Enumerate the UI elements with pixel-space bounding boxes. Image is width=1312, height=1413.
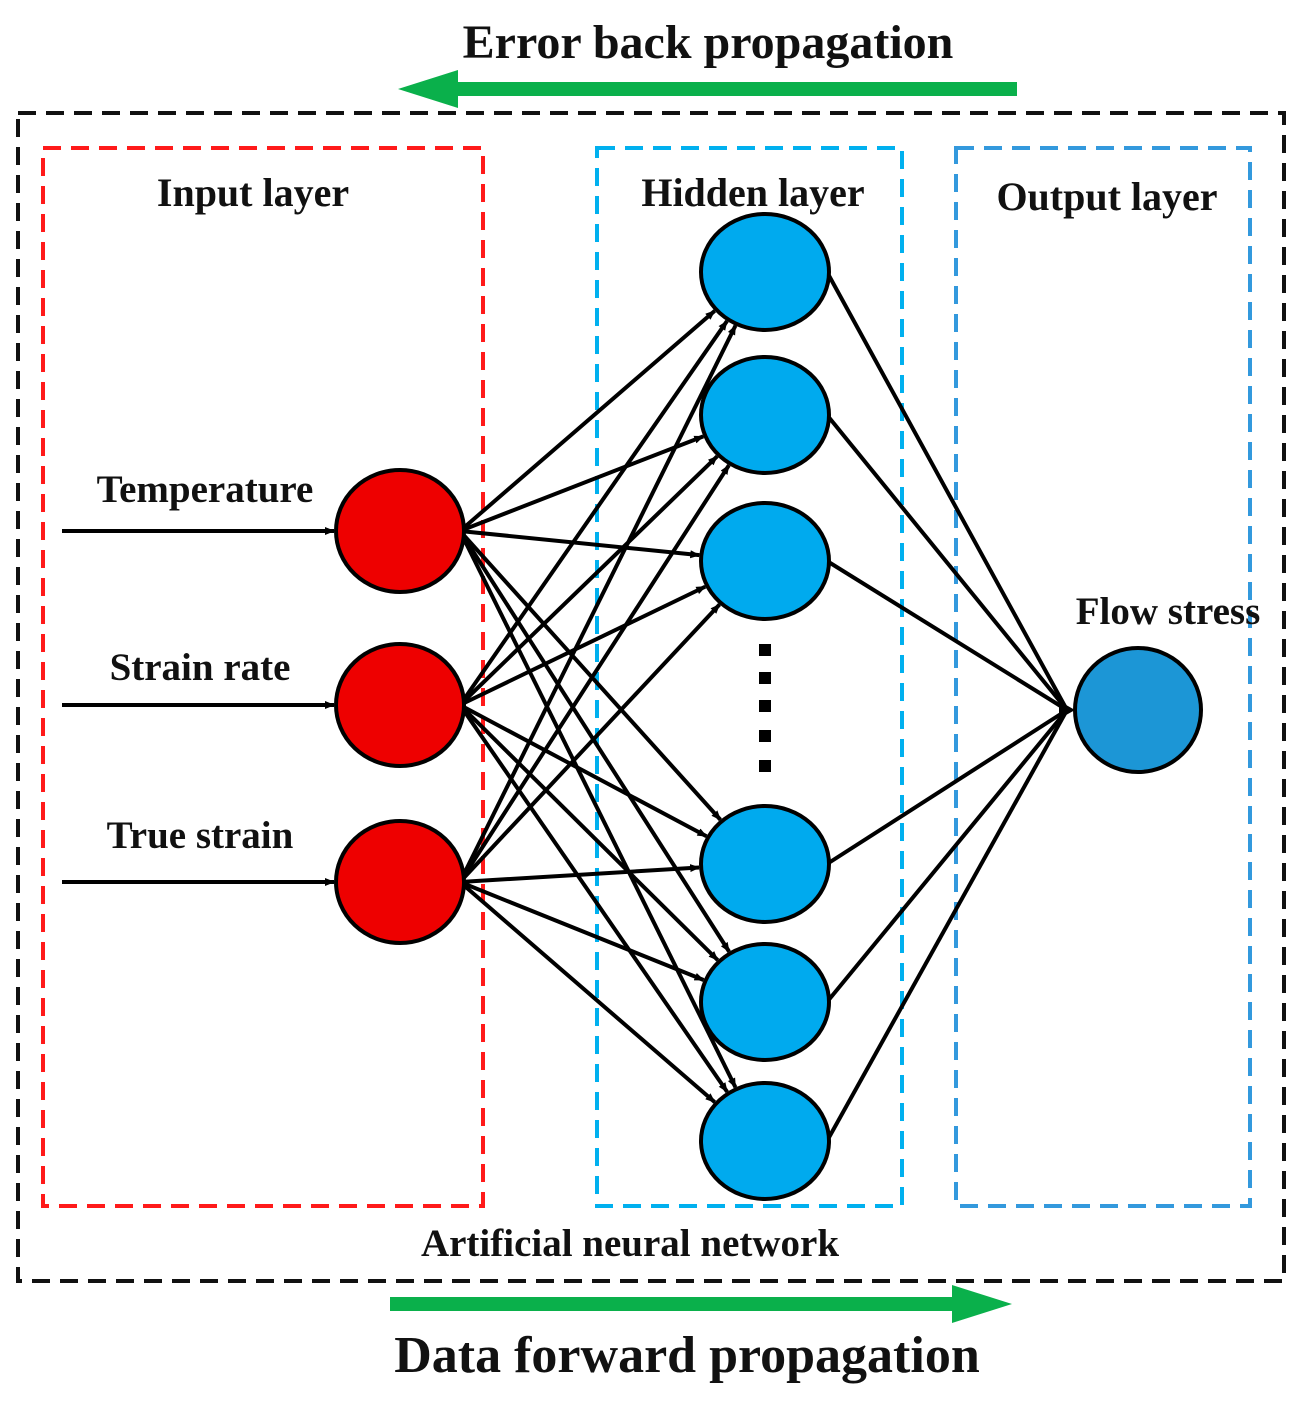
ellipsis-dot-3 — [759, 730, 771, 742]
connection-input-2-hidden-0 — [458, 324, 738, 883]
nodes — [334, 212, 1203, 1201]
output-arrowhead — [1059, 701, 1075, 719]
input-arrows — [62, 527, 335, 886]
connection-input-0-hidden-4 — [458, 529, 731, 953]
connection-input-2-hidden-1 — [458, 464, 731, 884]
forward-arrow-head — [952, 1285, 1012, 1323]
hidden-node-5 — [699, 1081, 831, 1201]
connection-input-2-hidden-3 — [459, 864, 701, 884]
ellipsis-dot-4 — [759, 760, 771, 772]
connection-input-0-hidden-1 — [459, 434, 705, 533]
input-node-2 — [334, 819, 466, 945]
ellipsis-dot-2 — [759, 700, 771, 712]
input-layer-box — [41, 146, 485, 1208]
connection-input-1-hidden-3 — [459, 703, 708, 839]
connection-input-0-hidden-2 — [459, 529, 701, 559]
hidden-node-1 — [699, 355, 831, 475]
connection-input-1-hidden-1 — [458, 454, 719, 707]
output-label-flow-stress: Flow stress — [1076, 590, 1261, 633]
input-label-temperature: Temperature — [97, 468, 314, 511]
network-box — [16, 111, 1286, 1283]
connection-input-1-hidden-4 — [458, 703, 720, 962]
connection-input-2-hidden-4 — [459, 880, 705, 982]
hidden-layer-label: Hidden layer — [641, 170, 864, 215]
output-layer-box — [954, 146, 1252, 1208]
connections — [458, 271, 1075, 1142]
connection-hidden-1-output — [825, 413, 1069, 712]
input-label-true-strain: True strain — [107, 814, 294, 857]
hidden-node-4 — [699, 942, 831, 1062]
network-label: Artificial neural network — [421, 1222, 839, 1265]
connection-input-0-hidden-5 — [458, 530, 738, 1089]
forward-arrow-shaft — [390, 1297, 955, 1311]
connection-hidden-0-output — [825, 271, 1069, 711]
connection-input-1-hidden-0 — [458, 319, 729, 707]
connection-hidden-5-output — [825, 709, 1069, 1142]
output-layer-label: Output layer — [996, 174, 1217, 219]
back-propagation-arrow — [398, 70, 1017, 108]
ellipsis-dot-1 — [759, 672, 771, 684]
back-arrow-head — [398, 70, 458, 108]
connection-hidden-4-output — [825, 708, 1069, 1004]
hidden-node-3 — [699, 804, 831, 924]
data-forward-propagation-title: Data forward propagation — [394, 1327, 980, 1384]
connection-hidden-3-output — [825, 708, 1069, 866]
error-back-propagation-title: Error back propagation — [463, 16, 954, 69]
connection-input-0-hidden-3 — [458, 529, 722, 822]
connection-hidden-2-output — [825, 559, 1069, 712]
hidden-ellipsis-dots — [759, 644, 771, 772]
connection-input-1-hidden-5 — [458, 703, 729, 1093]
connection-input-2-hidden-2 — [458, 603, 721, 884]
input-label-strain-rate: Strain rate — [110, 646, 291, 689]
forward-propagation-arrow — [390, 1285, 1012, 1323]
connection-input-1-hidden-2 — [459, 584, 707, 707]
connection-input-0-hidden-0 — [458, 309, 716, 533]
ellipsis-dot-0 — [759, 644, 771, 656]
input-node-1 — [334, 642, 466, 768]
input-layer-label: Input layer — [157, 170, 349, 215]
hidden-layer-box — [595, 146, 904, 1208]
input-node-0 — [334, 468, 466, 594]
connection-input-2-hidden-5 — [458, 880, 716, 1104]
output-node — [1073, 646, 1203, 774]
hidden-node-0 — [699, 212, 831, 332]
back-arrow-shaft — [455, 82, 1017, 96]
hidden-node-2 — [699, 501, 831, 621]
